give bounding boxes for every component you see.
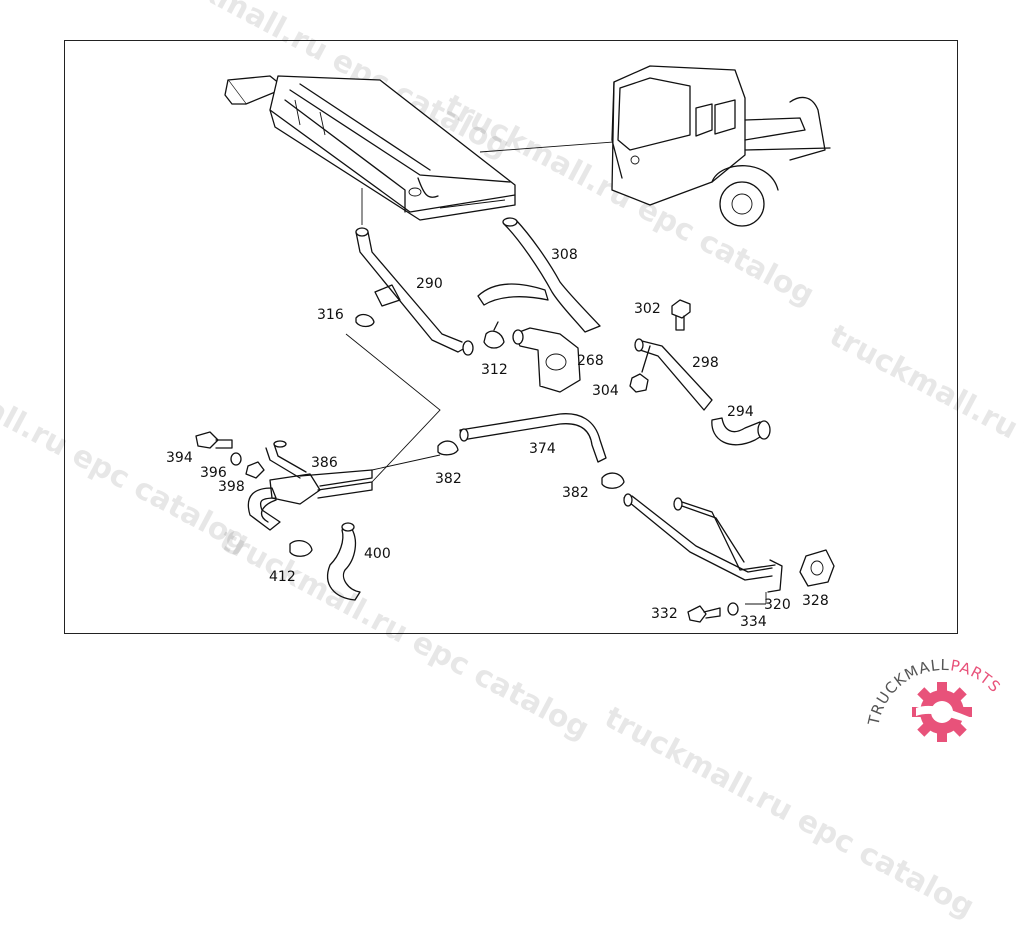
callout-398: 398 [218, 479, 245, 495]
callout-320: 320 [764, 597, 791, 613]
pipe-290 [355, 227, 474, 356]
callout-268: 268 [577, 353, 604, 369]
callout-382: 382 [435, 471, 462, 487]
diagram-frame [64, 40, 958, 634]
callout-312: 312 [481, 362, 508, 378]
callout-302: 302 [634, 301, 661, 317]
leader-lines [345, 333, 767, 605]
upper-right-parts [629, 299, 771, 446]
callout-332: 332 [651, 606, 678, 622]
hose-308 [477, 217, 601, 333]
heater-core-drawing [224, 75, 641, 225]
brand-logo: TRUCKMALLPARTS [864, 656, 1003, 742]
callout-304: 304 [592, 383, 619, 399]
callout-396: 396 [200, 465, 227, 481]
callout-400: 400 [364, 546, 391, 562]
callout-328: 328 [802, 593, 829, 609]
callout-386: 386 [311, 455, 338, 471]
callout-394: 394 [166, 450, 193, 466]
callout-290: 290 [416, 276, 443, 292]
pipe-320 [623, 493, 835, 623]
exploded-view-drawing: 290 308 316 312 268 302 298 304 294 374 … [166, 65, 1003, 742]
callout-298: 298 [692, 355, 719, 371]
callout-308: 308 [551, 247, 578, 263]
callout-412: 412 [269, 569, 296, 585]
fittings-group [355, 313, 581, 393]
callout-374: 374 [529, 441, 556, 457]
truck-drawing [611, 65, 831, 227]
callout-334: 334 [740, 614, 767, 630]
callout-294: 294 [727, 404, 754, 420]
hose-374 [437, 413, 625, 489]
callout-316: 316 [317, 307, 344, 323]
callout-382: 382 [562, 485, 589, 501]
gear-icon [912, 682, 972, 742]
valve-block-386 [195, 431, 373, 601]
